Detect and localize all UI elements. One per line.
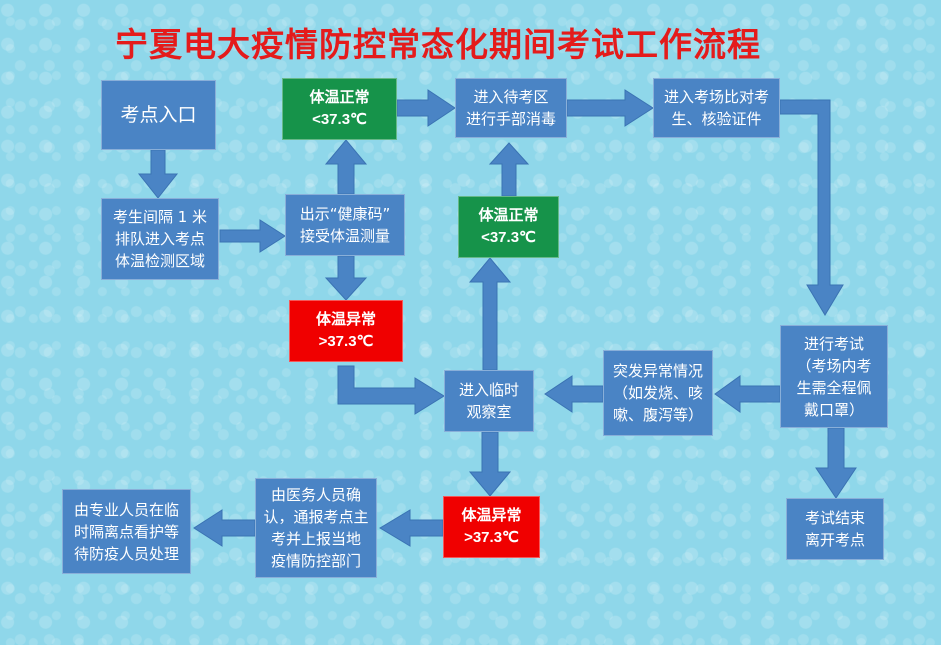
arrow-healthcode-to-normal1: [324, 139, 368, 195]
node-isolation: 由专业人员在临 时隔离点看护等 待防疫人员处理: [62, 489, 191, 574]
arrow-observation-to-abnormal2: [468, 431, 512, 497]
arrow-medical-to-isolation: [193, 509, 256, 547]
node-temp-normal-1: 体温正常 <37.3℃: [282, 78, 397, 140]
node-queue: 考生间隔 1 米 排队进入考点 体温检测区域: [101, 198, 219, 280]
arrow-abnormal1-to-observation: [337, 365, 445, 415]
node-in-exam: 进行考试 （考场内考 生需全程佩 戴口罩）: [780, 325, 888, 428]
arrow-entry-to-queue: [137, 149, 179, 199]
node-entry: 考点入口: [101, 80, 216, 150]
node-waiting-area: 进入待考区 进行手部消毒: [455, 78, 567, 138]
node-temp-abnormal-1: 体温异常 >37.3℃: [289, 300, 403, 362]
arrow-observation-to-normal2: [468, 257, 512, 371]
node-emergency: 突发异常情况 （如发烧、咳 嗽、腹泻等）: [603, 350, 713, 436]
arrow-inexam-to-emergency: [714, 375, 781, 413]
node-medical-confirm: 由医务人员确 认，通报考点主 考并上报当地 疫情防控部门: [255, 478, 377, 578]
page-title: 宁夏电大疫情防控常态化期间考试工作流程: [115, 25, 761, 64]
node-temp-abnormal-2: 体温异常 >37.3℃: [443, 496, 540, 558]
arrow-healthcode-to-abnormal1: [324, 255, 368, 301]
arrow-emergency-to-observation: [544, 375, 604, 413]
arrow-examroom-to-inexam: [779, 99, 844, 316]
node-temp-normal-2: 体温正常 <37.3℃: [458, 196, 559, 258]
node-exam-room-check: 进入考场比对考 生、核验证件: [653, 78, 780, 138]
node-exam-end: 考试结束 离开考点: [786, 498, 884, 560]
node-observation-room: 进入临时 观察室: [444, 370, 534, 432]
arrow-abnormal2-to-medical: [379, 509, 444, 547]
arrow-waiting-to-examroom: [566, 89, 654, 127]
arrow-queue-to-healthcode: [219, 219, 286, 253]
arrow-normal1-to-waiting: [396, 89, 456, 127]
arrow-normal2-to-waiting: [488, 142, 530, 197]
arrow-inexam-to-end: [815, 427, 857, 499]
node-health-code: 出示“健康码” 接受体温测量: [285, 194, 405, 256]
